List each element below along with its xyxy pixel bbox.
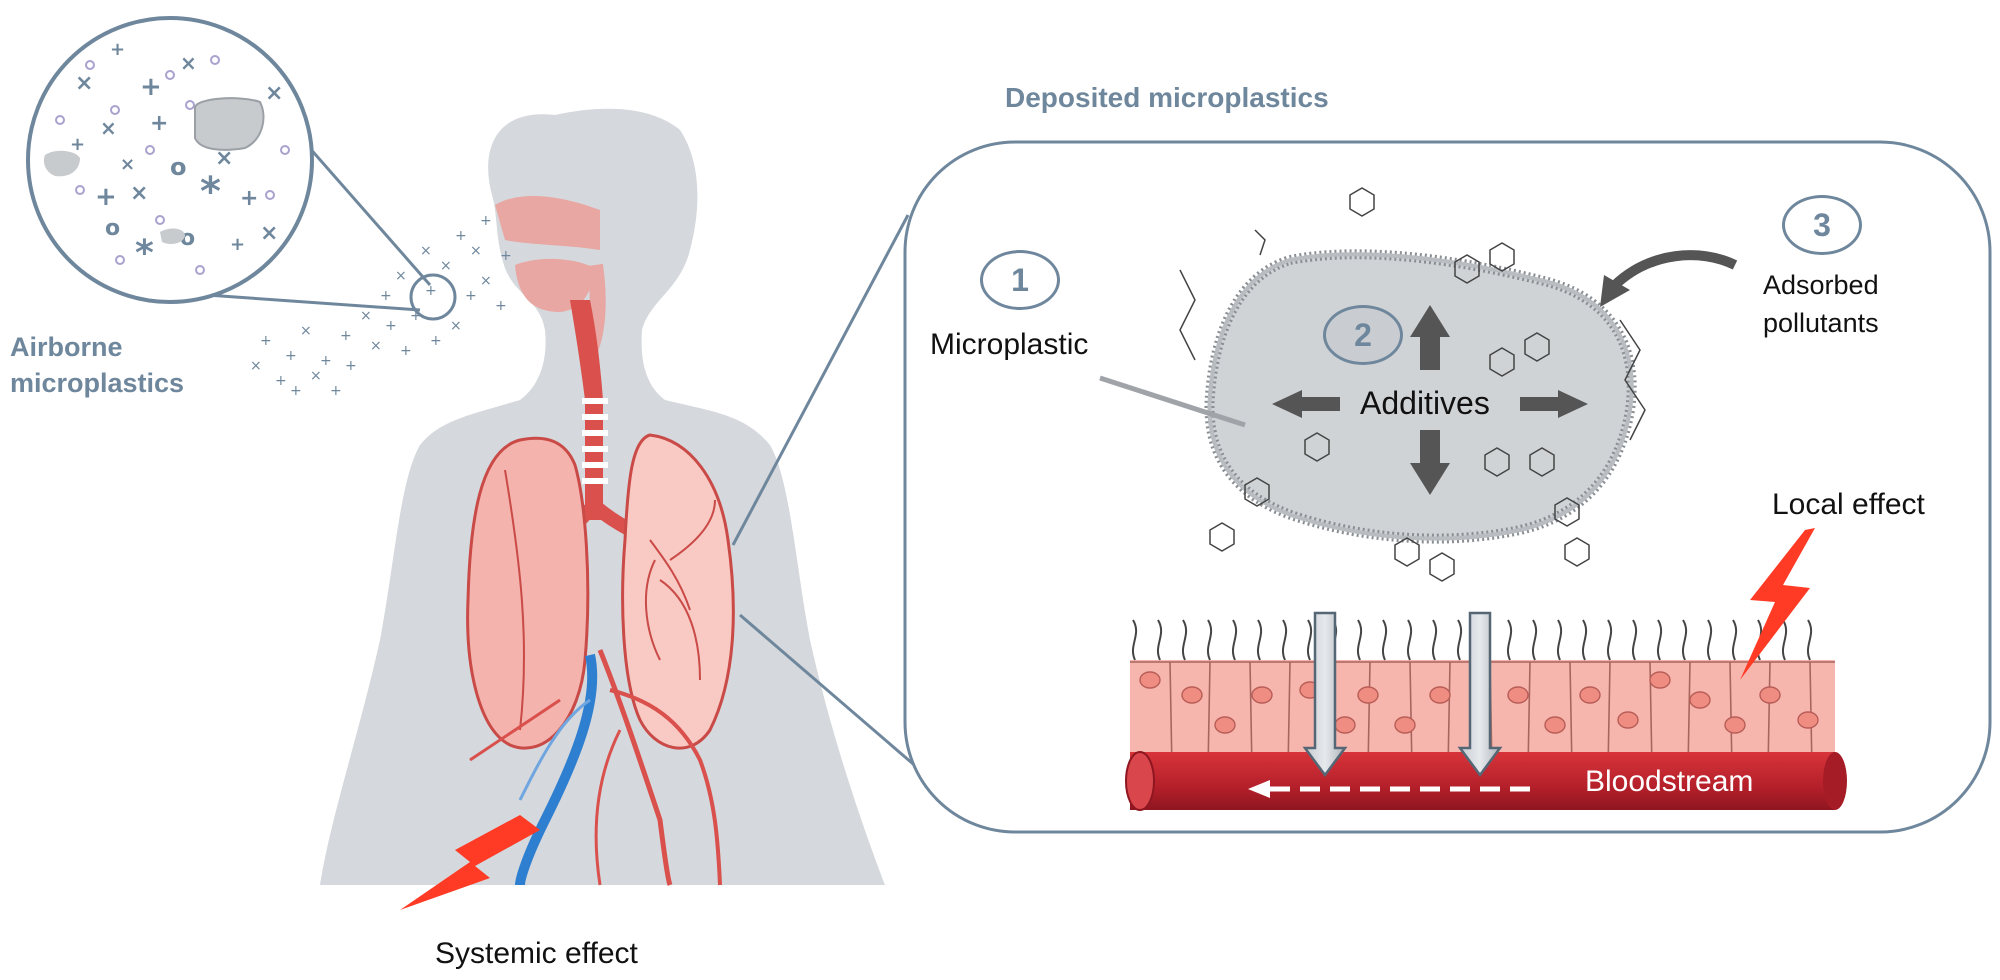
svg-text:+: +	[455, 228, 467, 244]
adsorbed-arrow-head	[1600, 275, 1630, 307]
adsorbed-label-line1: Adsorbed	[1763, 270, 1879, 300]
svg-text:×: ×	[370, 338, 382, 354]
svg-text:×: ×	[310, 368, 322, 384]
systemic-effect-label: Systemic effect	[435, 937, 638, 970]
local-effect-lightning-icon	[1740, 528, 1815, 680]
svg-text:+: +	[150, 111, 168, 136]
svg-text:×: ×	[450, 318, 462, 334]
svg-text:+: +	[500, 248, 512, 264]
svg-text:×: ×	[395, 268, 407, 284]
svg-text:×: ×	[75, 71, 93, 96]
svg-text:×: ×	[480, 273, 492, 289]
svg-text:+: +	[260, 333, 272, 349]
svg-text:+: +	[345, 358, 357, 374]
svg-text:+: +	[70, 134, 85, 155]
svg-text:+: +	[340, 328, 352, 344]
svg-text:+: +	[385, 318, 397, 334]
svg-text:+: +	[285, 348, 297, 364]
systemic-effect-lightning-icon	[400, 815, 540, 910]
svg-text:×: ×	[440, 258, 452, 274]
molecule-structures	[1179, 187, 1646, 582]
microplastic-pointer	[1099, 375, 1246, 428]
microplastic-label: Microplastic	[930, 328, 1089, 361]
svg-text:+: +	[495, 298, 507, 314]
adsorbed-label-line2: pollutants	[1763, 308, 1879, 338]
local-effect-label: Local effect	[1772, 488, 1925, 521]
svg-text:*: *	[135, 233, 154, 274]
svg-text:+: +	[410, 308, 422, 324]
svg-text:+: +	[320, 353, 332, 369]
airborne-label-line1: Airborne	[10, 332, 123, 362]
svg-text:+: +	[330, 383, 342, 399]
airborne-zoom-lens: ×+ +× ++ ×o *× +× *o o+ ×+ ××	[26, 16, 457, 321]
svg-text:+: +	[480, 213, 492, 229]
right-lung	[621, 433, 735, 750]
svg-text:+: +	[95, 182, 117, 212]
marker-2: 2	[1323, 305, 1403, 365]
svg-text:×: ×	[260, 221, 278, 246]
svg-text:×: ×	[470, 243, 482, 259]
svg-text:×: ×	[250, 358, 262, 374]
svg-text:o: o	[105, 216, 120, 241]
svg-text:+: +	[290, 383, 302, 399]
body-blood-vessels	[469, 649, 722, 886]
svg-text:×: ×	[180, 51, 197, 75]
svg-text:+: +	[465, 288, 477, 304]
svg-text:×: ×	[100, 116, 117, 140]
svg-text:×: ×	[215, 146, 233, 171]
additives-arrows	[1272, 305, 1588, 495]
svg-text:+: +	[380, 288, 392, 304]
svg-text:×: ×	[120, 154, 135, 175]
svg-text:o: o	[180, 226, 195, 251]
bloodstream-label: Bloodstream	[1585, 765, 1754, 798]
svg-text:*: *	[200, 169, 221, 215]
svg-text:+: +	[275, 373, 287, 389]
svg-text:+: +	[230, 234, 245, 255]
svg-text:×: ×	[300, 323, 312, 339]
svg-text:×: ×	[360, 308, 372, 324]
svg-text:×: ×	[130, 181, 148, 206]
svg-text:+: +	[110, 39, 125, 60]
svg-text:o: o	[170, 153, 187, 181]
deposited-title: Deposited microplastics	[1005, 82, 1329, 113]
svg-text:+: +	[400, 343, 412, 359]
microplastic-particle	[1204, 249, 1637, 544]
translocation-arrows	[1302, 611, 1503, 778]
svg-text:+: +	[430, 333, 442, 349]
adsorbed-arrow	[1611, 250, 1738, 289]
airborne-particle-cloud: ++× ++× +×+ +×+ ×++ ×++ ×+× +×+ +×+ +×+	[250, 213, 512, 399]
svg-text:×: ×	[265, 81, 283, 106]
svg-text:+: +	[140, 72, 162, 102]
additives-label: Additives	[1360, 385, 1490, 421]
cilia	[1132, 619, 1813, 661]
marker-1: 1	[980, 250, 1060, 310]
svg-text:+: +	[240, 186, 258, 211]
svg-text:×: ×	[420, 243, 432, 259]
svg-text:+: +	[425, 283, 437, 299]
left-lung	[466, 436, 590, 750]
airborne-label-line2: microplastics	[10, 368, 185, 398]
marker-3: 3	[1782, 195, 1862, 255]
